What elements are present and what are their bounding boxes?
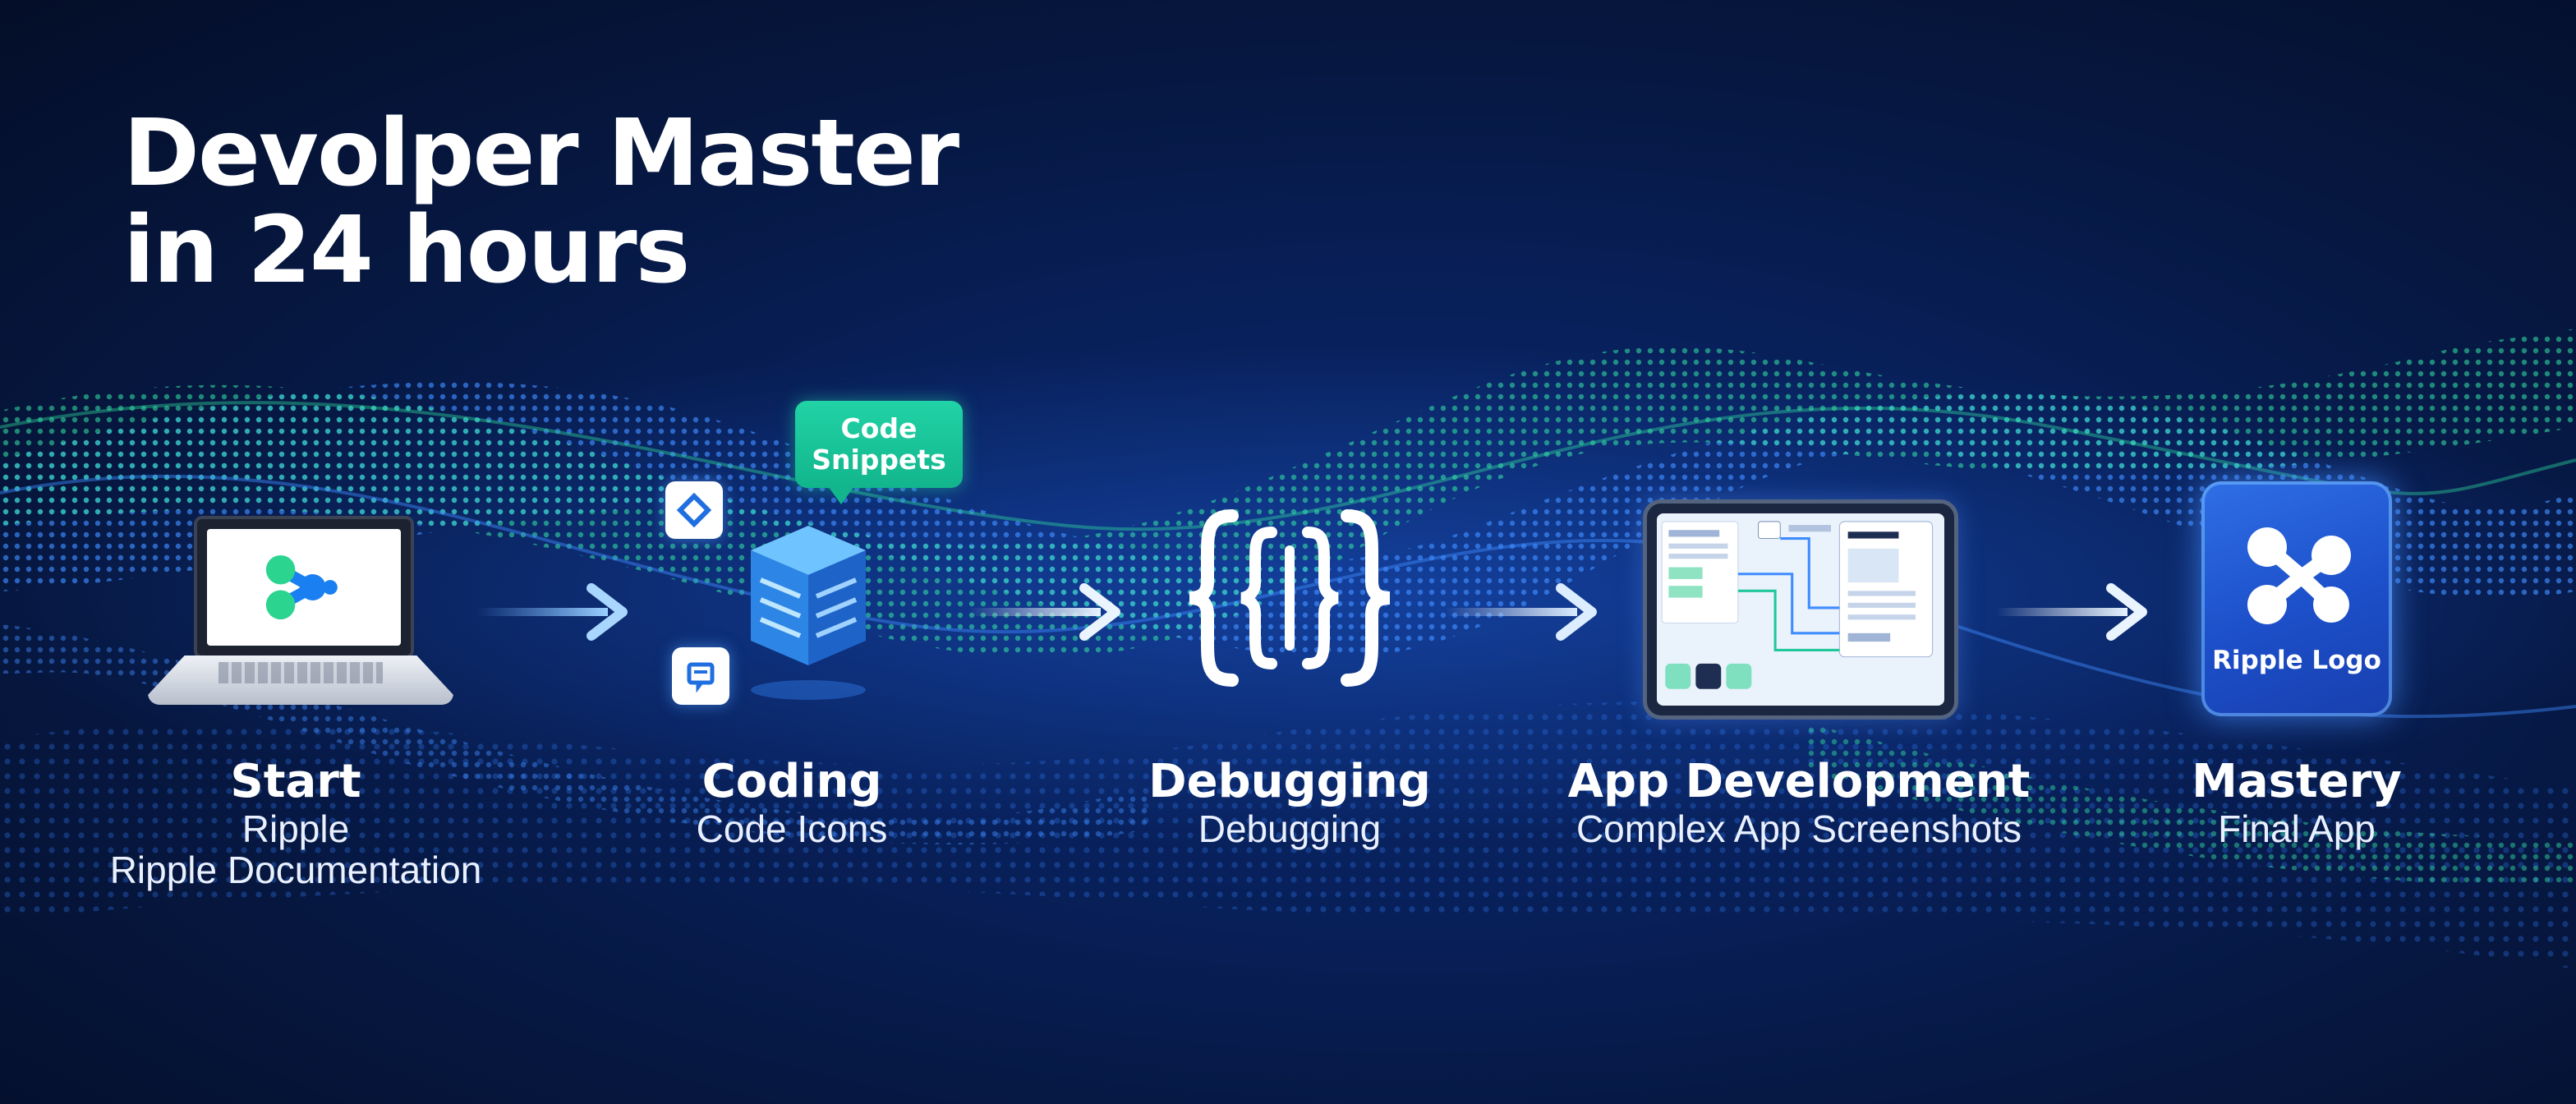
stage-title: Coding: [702, 755, 882, 808]
arrow-right-icon: [969, 583, 1120, 641]
title-line-2: in 24 hours: [123, 197, 690, 304]
stage-start: Start Ripple Ripple Documentation: [66, 755, 526, 891]
stage-title: App Development: [1567, 755, 2031, 808]
laptop-icon: [148, 516, 453, 710]
ripple-logo-tile: Ripple Logo: [2201, 481, 2392, 716]
stage-subtitle: Final App: [2218, 807, 2376, 850]
curly-braces-icon: [1189, 509, 1391, 687]
ripple-logo-icon: [2247, 527, 2351, 624]
ripple-logo-icon: [265, 554, 338, 620]
bubble-line-2: Snippets: [812, 444, 946, 476]
stage-subtitle: Ripple: [242, 807, 350, 850]
stage-coding: Coding Code Icons: [595, 755, 989, 850]
title-line-1: Devolper Master: [123, 100, 959, 207]
code-snippets-bubble: Code Snippets: [795, 401, 963, 504]
tablet-app-icon: [1643, 499, 1958, 720]
stage-subtitle: Debugging: [1198, 807, 1382, 850]
stage-app-development: App Development Complex App Screenshots: [1536, 755, 2062, 850]
stage-subtitle: Code Icons: [696, 807, 888, 850]
chat-icon: [672, 647, 729, 705]
stage-title: Start: [230, 755, 361, 808]
server-cube-icon: [751, 526, 866, 700]
app-screenshot-illustration: [1657, 514, 1944, 705]
stage-title: Mastery: [2192, 755, 2402, 808]
bubble-line-1: Code: [840, 412, 918, 444]
arrow-right-icon: [1446, 583, 1597, 641]
arrow-right-icon: [476, 583, 628, 641]
stage-title: Debugging: [1148, 755, 1431, 808]
logo-tile-label: Ripple Logo: [2212, 646, 2381, 675]
diamond-icon: [665, 481, 723, 539]
stage-mastery: Mastery Final App: [2100, 755, 2494, 850]
page-title: Devolper Master in 24 hours: [123, 100, 959, 304]
stage-subtitle: Ripple Documentation: [109, 849, 482, 891]
stage-debugging: Debugging Debugging: [1092, 755, 1487, 850]
stage-subtitle: Complex App Screenshots: [1576, 807, 2022, 850]
arrow-right-icon: [1996, 583, 2147, 641]
